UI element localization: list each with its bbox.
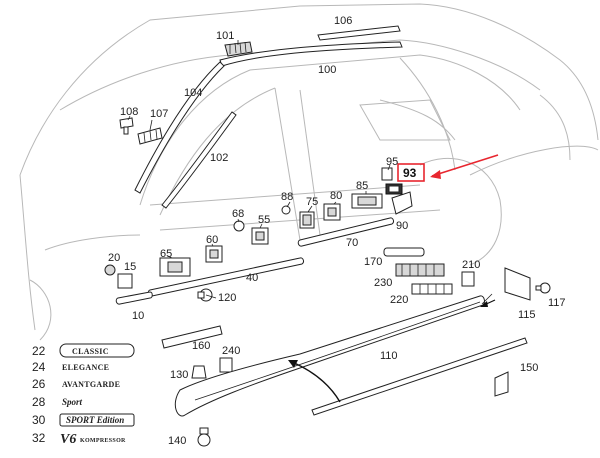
clip-85 xyxy=(351,193,383,209)
label-170: 170 xyxy=(364,256,382,268)
clip-130 xyxy=(191,365,207,379)
grommet-88 xyxy=(281,205,291,215)
label-40: 40 xyxy=(246,272,258,284)
badge-text-28: Sport xyxy=(62,397,83,407)
end-cap-90 xyxy=(391,191,413,215)
badge-text-32: V6 xyxy=(60,432,76,447)
label-101: 101 xyxy=(216,30,234,42)
plug-117 xyxy=(535,282,551,294)
badge-row-28: 28 Sport xyxy=(32,395,83,409)
badge-num-22: 22 xyxy=(32,344,46,358)
label-95: 95 xyxy=(386,156,398,168)
clip-55 xyxy=(251,227,269,245)
sill-trim-150 xyxy=(311,337,528,416)
bracket-115 xyxy=(504,267,531,301)
plug-140 xyxy=(197,427,211,447)
label-75: 75 xyxy=(306,196,318,208)
clip-95 xyxy=(381,167,393,181)
badge-num-26: 26 xyxy=(32,377,46,391)
badge-row-30: 30 SPORT Edition xyxy=(32,413,135,427)
clip-60 xyxy=(205,245,223,263)
clip-20 xyxy=(104,264,116,276)
window-trim-102 xyxy=(161,111,237,209)
grommet-68 xyxy=(233,220,245,232)
bracket-220 xyxy=(411,283,453,295)
label-90: 90 xyxy=(396,220,408,232)
clip-75 xyxy=(299,211,315,229)
badge-row-32: 32 V6 KOMPRESSOR xyxy=(32,431,126,447)
label-160: 160 xyxy=(192,340,210,352)
label-117: 117 xyxy=(548,297,566,309)
badge-text-26: AVANTGARDE xyxy=(62,380,120,389)
badge-num-28: 28 xyxy=(32,395,46,409)
label-70: 70 xyxy=(346,237,358,249)
label-15: 15 xyxy=(124,261,136,273)
label-85: 85 xyxy=(356,180,368,192)
label-20: 20 xyxy=(108,252,120,264)
label-104: 104 xyxy=(184,87,202,99)
label-88: 88 xyxy=(281,191,293,203)
door-molding-10 xyxy=(115,291,153,305)
badge-text-22: CLASSIC xyxy=(72,347,109,356)
label-60: 60 xyxy=(206,234,218,246)
label-93: 93 xyxy=(403,166,417,180)
label-107: 107 xyxy=(150,108,168,120)
label-55: 55 xyxy=(258,214,270,226)
badge-legend: 22 CLASSIC 24 ELEGANCE 26 AVANTGARDE 28 … xyxy=(32,343,135,447)
badge-num-32: 32 xyxy=(32,431,46,445)
badge-row-26: 26 AVANTGARDE xyxy=(32,377,120,391)
door-molding-70 xyxy=(297,217,394,247)
clip-65 xyxy=(159,257,191,277)
label-65: 65 xyxy=(160,248,172,260)
label-110: 110 xyxy=(380,350,398,362)
clip-93 xyxy=(385,183,403,195)
end-piece-150 xyxy=(494,371,509,397)
clip-210 xyxy=(461,271,475,287)
car-body-outline xyxy=(19,3,599,341)
label-100: 100 xyxy=(318,64,336,76)
label-80: 80 xyxy=(330,190,342,202)
roof-trim-100 xyxy=(219,41,403,67)
label-210: 210 xyxy=(462,259,480,271)
label-10: 10 xyxy=(132,310,144,322)
clip-108 xyxy=(119,117,134,135)
bracket-230 xyxy=(395,263,445,277)
label-140: 140 xyxy=(168,435,186,447)
pointer-arrow xyxy=(288,360,341,403)
clip-15 xyxy=(117,273,133,289)
label-108: 108 xyxy=(120,106,138,118)
roof-trim-106 xyxy=(317,25,401,41)
label-106: 106 xyxy=(334,15,352,27)
clip-80 xyxy=(323,203,341,221)
highlight-box-93 xyxy=(397,163,425,182)
label-130: 130 xyxy=(170,369,188,381)
label-115: 115 xyxy=(518,309,536,321)
badge-text-30: SPORT Edition xyxy=(66,415,124,425)
clip-240 xyxy=(219,357,233,373)
detail-arrow xyxy=(480,299,496,307)
label-120: 120 xyxy=(218,292,236,304)
label-150: 150 xyxy=(520,362,538,374)
label-240: 240 xyxy=(222,345,240,357)
label-220: 220 xyxy=(390,294,408,306)
screw-120 xyxy=(197,288,213,302)
clip-101 xyxy=(224,41,253,57)
label-230: 230 xyxy=(374,277,392,289)
badge-num-24: 24 xyxy=(32,360,46,374)
leader-lines xyxy=(127,40,493,305)
clip-107 xyxy=(137,127,163,145)
badge-subtext-32: KOMPRESSOR xyxy=(80,438,126,444)
label-102: 102 xyxy=(210,152,228,164)
label-68: 68 xyxy=(232,208,244,220)
a-pillar-trim-104 xyxy=(134,61,225,194)
badge-num-30: 30 xyxy=(32,413,46,427)
badge-text-24: ELEGANCE xyxy=(62,363,109,372)
sill-clip-strip-160 xyxy=(161,325,223,349)
badge-row-22: 22 CLASSIC xyxy=(32,343,135,358)
highlight-arrow xyxy=(430,154,499,179)
clip-170 xyxy=(383,247,425,257)
badge-row-24: 24 ELEGANCE xyxy=(32,360,109,374)
